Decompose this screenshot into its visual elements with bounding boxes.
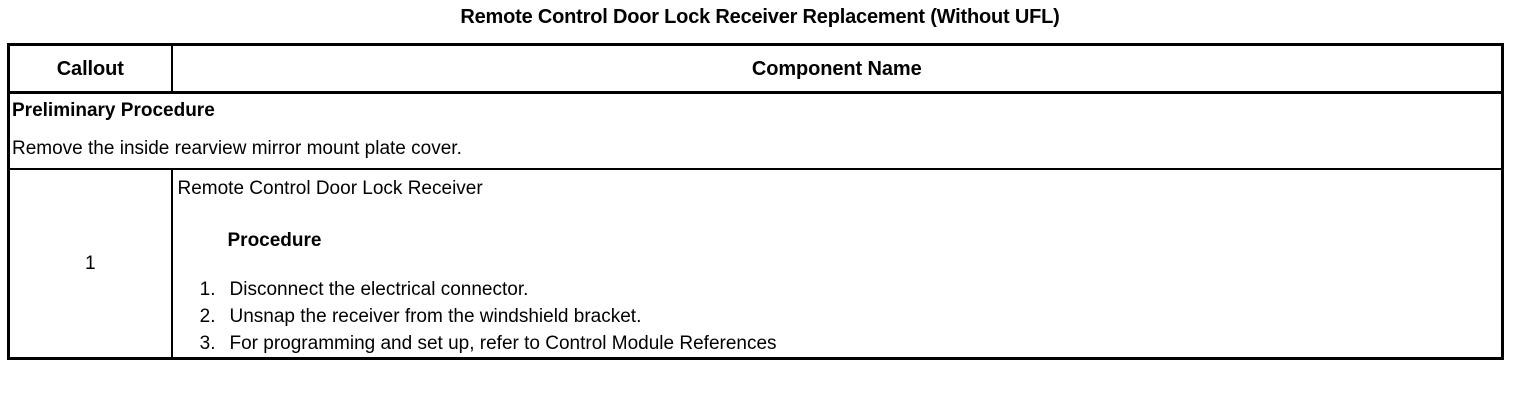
procedure-step-list: 1. Disconnect the electrical connector. …: [178, 276, 1502, 357]
table-header-row: Callout Component Name: [8, 44, 1503, 94]
step-text: Disconnect the electrical connector.: [229, 279, 529, 300]
table-row: 1 Remote Control Door Lock Receiver Proc…: [8, 169, 1503, 359]
step-text: For programming and set up, refer to Con…: [229, 333, 777, 354]
component-detail-cell: Remote Control Door Lock Receiver Proced…: [172, 169, 1503, 359]
preliminary-procedure-heading: Preliminary Procedure: [12, 100, 215, 121]
preliminary-procedure-cell: Preliminary Procedure Remove the inside …: [8, 92, 1503, 170]
step-text: Unsnap the receiver from the windshield …: [229, 306, 642, 327]
list-item: 2. Unsnap the receiver from the windshie…: [178, 303, 1502, 330]
column-header-component-name: Component Name: [171, 44, 1503, 94]
procedure-table: Callout Component Name Preliminary Proce…: [7, 43, 1504, 360]
preliminary-procedure-text: Remove the inside rearview mirror mount …: [12, 138, 462, 159]
list-item: 1. Disconnect the electrical connector.: [178, 276, 1502, 303]
column-header-callout: Callout: [8, 44, 173, 94]
page-title: Remote Control Door Lock Receiver Replac…: [460, 6, 1060, 28]
step-number: 3.: [199, 333, 216, 354]
preliminary-procedure-row: Preliminary Procedure Remove the inside …: [8, 92, 1503, 170]
procedure-subheading: Procedure: [227, 230, 322, 251]
step-number: 2.: [199, 306, 216, 327]
component-name-text: Remote Control Door Lock Receiver: [177, 178, 483, 199]
step-number: 1.: [199, 279, 216, 300]
callout-number: 1: [8, 169, 173, 359]
list-item: 3. For programming and set up, refer to …: [178, 330, 1502, 357]
